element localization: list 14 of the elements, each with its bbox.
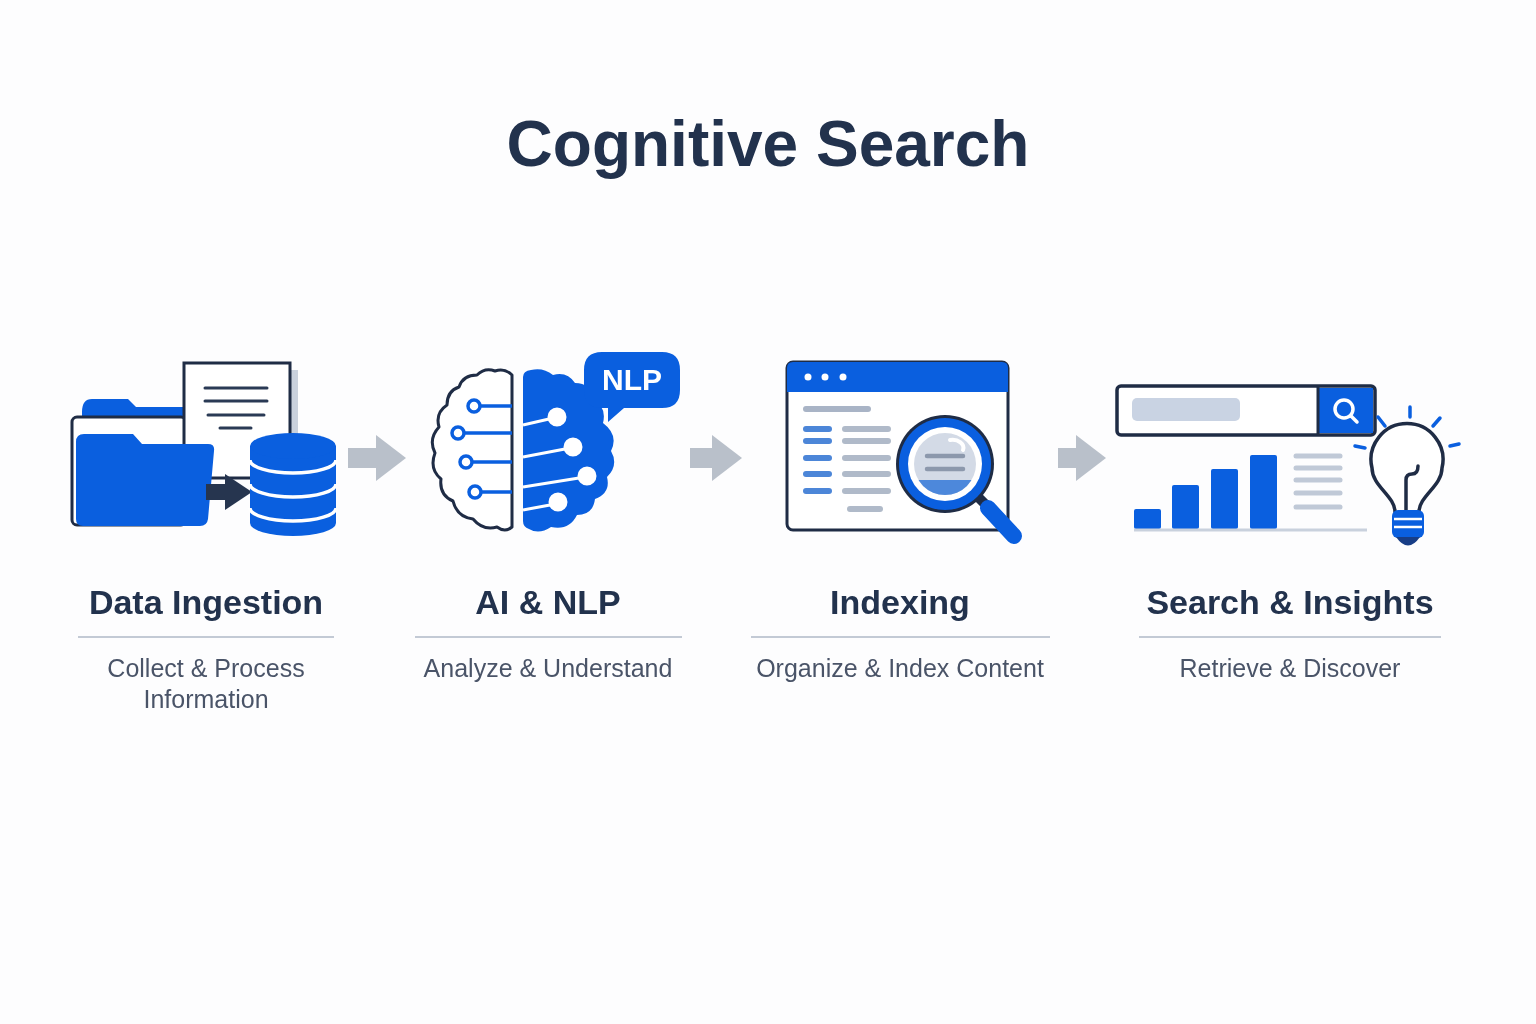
step-title: Search & Insights: [1146, 582, 1434, 622]
step-title: Data Ingestion: [88, 582, 324, 622]
title: Cognitive Search: [506, 107, 1030, 182]
arrow: [1058, 435, 1106, 481]
step-title: AI & NLP: [475, 582, 621, 622]
step-description: Collect & Process Information: [106, 653, 306, 715]
bubble-label: NLP: [602, 363, 662, 397]
arrow: [348, 435, 406, 481]
step-description: Organize & Index Content: [756, 653, 1044, 684]
arrow: [690, 435, 742, 481]
step-description: Analyze & Understand: [423, 653, 673, 684]
step-title: Indexing: [830, 582, 970, 622]
speech-bubble: [584, 352, 680, 422]
step-description: Retrieve & Discover: [1179, 653, 1401, 684]
